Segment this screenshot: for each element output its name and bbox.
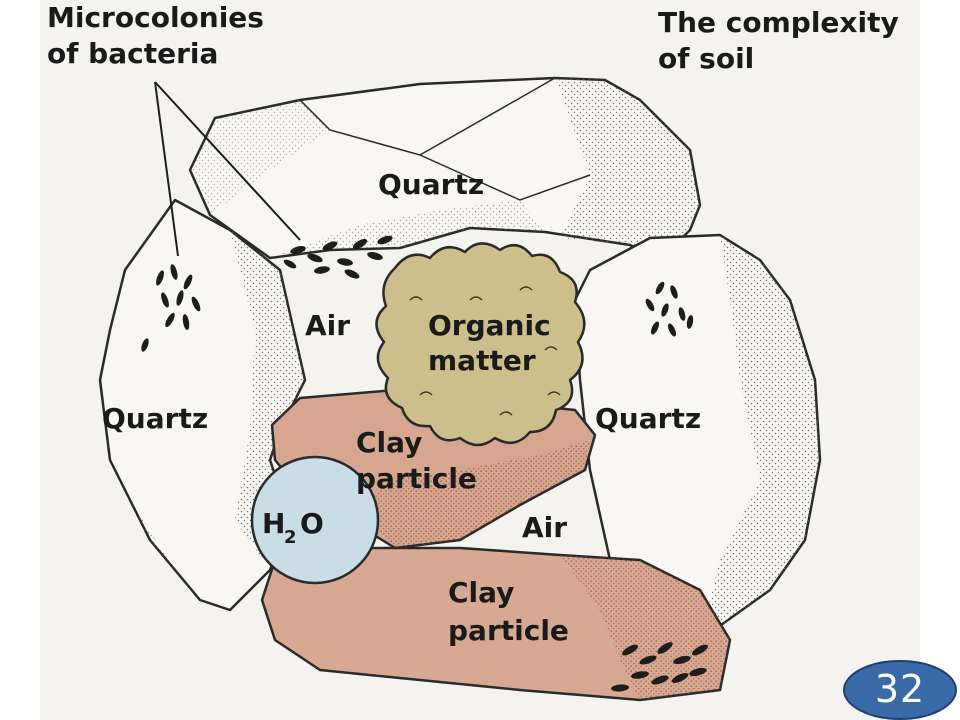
label-water-subscript: 2 — [284, 527, 297, 548]
label-water-h: H — [262, 507, 285, 540]
label-organic-line2: matter — [428, 344, 536, 377]
bacteria-colony-top — [283, 235, 393, 279]
slide-number-badge-shape — [843, 660, 957, 720]
label-clay-upper-line2: particle — [356, 462, 477, 495]
label-clay-lower-line2: particle — [448, 614, 569, 647]
title-line2: of soil — [658, 42, 754, 75]
slide-number: 32 — [874, 667, 926, 711]
label-water-h2o: H 2 O — [262, 507, 324, 548]
bacteria-colony-bottom — [611, 642, 708, 692]
page-margin-right — [920, 0, 960, 720]
bacteria-colony-left — [141, 264, 201, 352]
callout-leader-lines — [154, 81, 301, 257]
label-clay-lower-line1: Clay — [448, 576, 514, 609]
label-air-upper: Air — [305, 309, 350, 342]
label-clay-upper-line1: Clay — [356, 426, 422, 459]
label-quartz-left: Quartz — [102, 402, 208, 435]
callout-microcolonies-line1: Microcolonies — [47, 1, 264, 34]
slide-number-badge — [843, 660, 957, 720]
clay-particle-lower — [260, 546, 732, 702]
label-quartz-right: Quartz — [595, 402, 701, 435]
label-organic-line1: Organic — [428, 309, 551, 342]
callout-microcolonies-line2: of bacteria — [47, 37, 218, 70]
bacteria-colony-right — [645, 281, 694, 337]
water-droplet — [250, 455, 380, 585]
title-line1: The complexity — [658, 6, 899, 39]
label-air-lower: Air — [522, 511, 567, 544]
label-quartz-top: Quartz — [378, 168, 484, 201]
label-water-o: O — [300, 507, 324, 540]
page-margin-left — [0, 0, 40, 720]
organic-matter-blob — [375, 242, 586, 447]
